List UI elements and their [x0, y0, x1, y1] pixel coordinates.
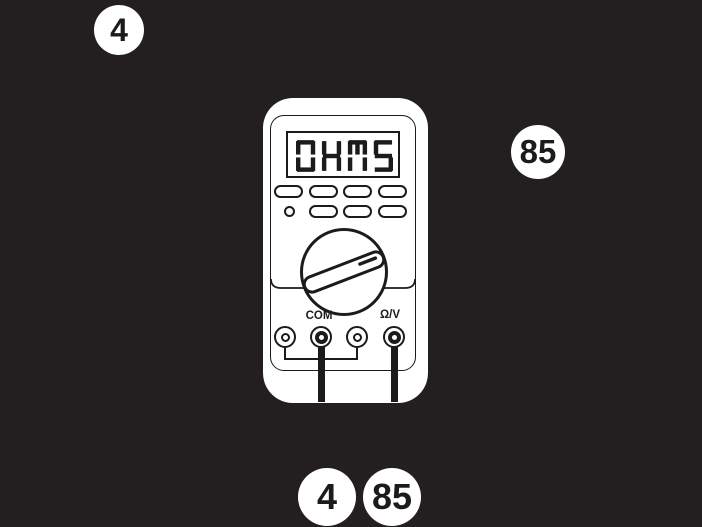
jack-com	[310, 326, 332, 348]
jack-socket-icon	[352, 332, 362, 342]
lcd-display	[286, 131, 400, 178]
test-lead-ohm-volt	[390, 337, 398, 402]
callout-label: 4	[110, 11, 128, 48]
function-button	[377, 205, 407, 218]
function-button	[308, 205, 338, 218]
callout-badge-85-right: 85	[511, 125, 565, 179]
lcd-text	[296, 140, 393, 172]
jack-1	[274, 326, 296, 348]
callout-badge-4-top: 4	[94, 5, 144, 55]
dial-knob	[302, 250, 386, 294]
plugged-lead-icon	[314, 330, 328, 344]
callout-badge-4-bottom: 4	[298, 468, 356, 526]
rotary-dial	[300, 228, 388, 316]
function-button	[343, 185, 372, 198]
function-button	[377, 185, 407, 198]
round-button	[284, 206, 295, 217]
callout-label: 85	[519, 133, 557, 170]
dial-pointer-mark	[358, 256, 378, 266]
function-button	[308, 185, 338, 198]
callout-label: 85	[371, 476, 413, 517]
jack-ohm-volt	[383, 326, 405, 348]
jack-label-com: COM	[305, 310, 333, 322]
plugged-lead-icon	[387, 330, 401, 344]
jack-label-ohm-volt: Ω/V	[379, 309, 401, 321]
function-button	[343, 205, 372, 218]
jack-socket-icon	[280, 332, 290, 342]
jack-3	[346, 326, 368, 348]
test-lead-com	[317, 337, 325, 402]
function-button	[274, 185, 303, 198]
multimeter-faceplate	[270, 115, 416, 371]
callout-badge-85-bottom: 85	[363, 468, 421, 526]
callout-label: 4	[316, 476, 338, 517]
multimeter-body: COM Ω/V	[263, 98, 428, 403]
